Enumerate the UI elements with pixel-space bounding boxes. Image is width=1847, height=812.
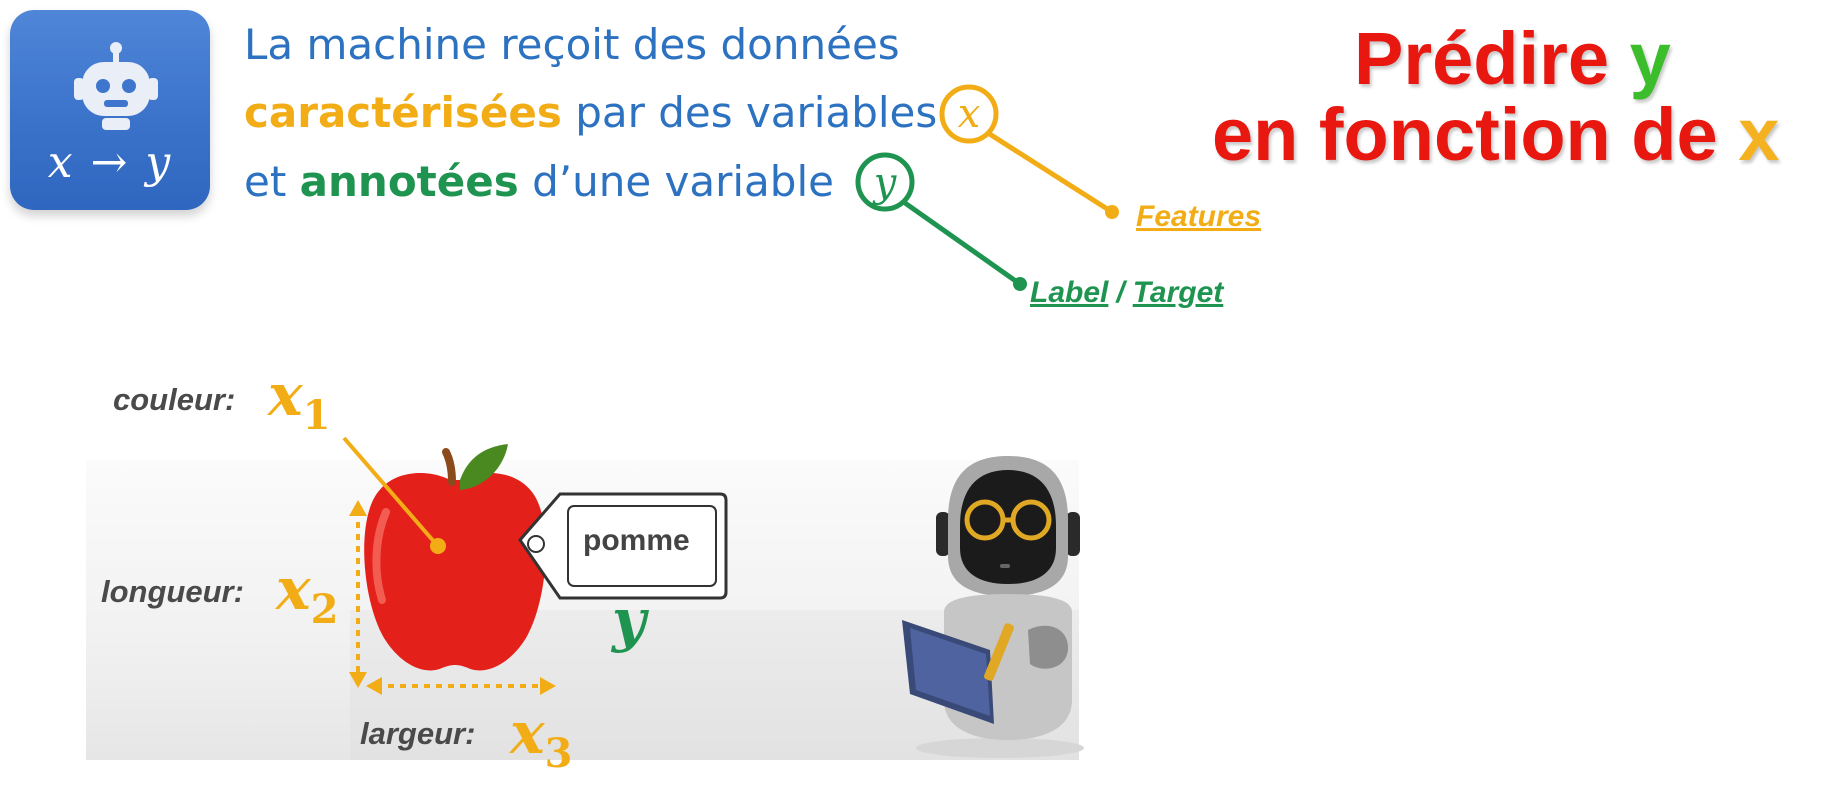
pomme-tag-text: pomme [583, 524, 690, 557]
y-callout-letter: y [872, 160, 898, 206]
robot-icon [74, 42, 158, 130]
x-callout-letter: x [958, 91, 981, 137]
headline-x: x [1738, 93, 1780, 176]
as-function-of-text: en fonction de [1212, 93, 1718, 176]
reading-robot-icon [902, 456, 1084, 758]
description-line-2: caractérisées par des variables [244, 92, 937, 134]
description-line-1: La machine reçoit des données [244, 20, 900, 69]
headline-line-2: en fonction de x [1212, 98, 1779, 172]
height-arrow-head-top [349, 500, 367, 516]
and-word: et [244, 157, 287, 206]
description-line-3: et annotées d’une variable [244, 161, 834, 203]
headline-y: y [1629, 17, 1671, 100]
width-label: largeur: [360, 716, 476, 751]
x-callout-line [986, 130, 1114, 215]
width-arrow-head-left [366, 677, 382, 695]
width-arrow-head-right [540, 677, 556, 695]
y-callout-dot [1013, 277, 1027, 291]
tag-y-variable: y [612, 586, 646, 654]
x-to-y-mapping: x → y [47, 137, 173, 188]
label-term: Label [1030, 276, 1109, 309]
predict-word: Prédire [1354, 17, 1610, 100]
color-label: couleur: [113, 382, 236, 417]
length-label: longueur: [101, 574, 244, 609]
separator: / [1116, 276, 1125, 309]
apple-icon [364, 444, 546, 671]
height-arrow-head-bottom [349, 672, 367, 688]
x1-variable: x1 [268, 361, 331, 439]
pomme-tag-icon [518, 492, 728, 600]
characterized-word: caractérisées [244, 88, 562, 137]
target-term: Target [1132, 276, 1224, 309]
label-target-term: Label/Target [1030, 276, 1223, 310]
y-callout-circle [855, 152, 915, 212]
color-pointer-dot [430, 538, 446, 554]
annotated-word: annotées [299, 157, 519, 206]
features-term: Features [1136, 200, 1262, 233]
x3-variable: x3 [510, 699, 573, 777]
of-a-variable-text: d’une variable [532, 157, 834, 206]
x-callout-circle [939, 84, 999, 144]
x-callout-dot [1105, 205, 1119, 219]
supervised-learning-badge: x → y [10, 10, 210, 210]
headline-line-1: Prédire y [1354, 22, 1671, 96]
y-callout-line [903, 200, 1022, 287]
x2-variable: x2 [276, 555, 339, 633]
color-pointer-line [342, 436, 438, 546]
by-variables-text: par des variables [575, 88, 938, 137]
